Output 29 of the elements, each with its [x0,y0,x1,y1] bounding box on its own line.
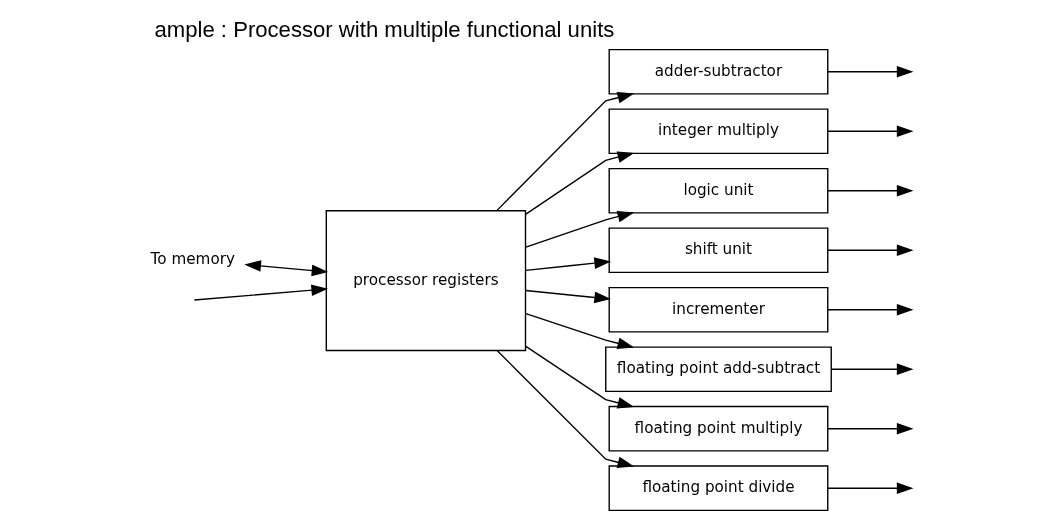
arrow [525,210,635,248]
arrow [830,363,914,376]
arrow [827,184,914,197]
node-box: floating point multiply [608,405,829,452]
arrow [193,284,329,301]
node-box: logic unit [608,167,829,214]
arrow [525,289,611,304]
arrow [496,92,635,212]
node-box: integer multiply [608,108,829,155]
diagram-title: ample : Processor with multiple functional units [154,16,615,42]
arrow [827,303,914,316]
arrow [827,482,914,494]
arrow [827,125,914,138]
node-box: adder-subtractor [608,48,829,95]
arrow [827,65,914,78]
arrow [827,422,914,435]
node-box: processor registers [325,210,527,352]
node-box: shift unit [608,227,829,274]
arrow [525,345,635,409]
arrow [244,260,329,277]
arrow [525,257,611,271]
node-text: To memory [150,249,235,268]
arrow [525,151,635,215]
arrow [827,244,914,257]
node-box: incrementer [608,286,829,333]
arrow [525,312,635,349]
node-box: floating point divide [608,465,829,511]
node-box: floating point add-subtract [605,346,832,393]
arrow [496,350,635,468]
